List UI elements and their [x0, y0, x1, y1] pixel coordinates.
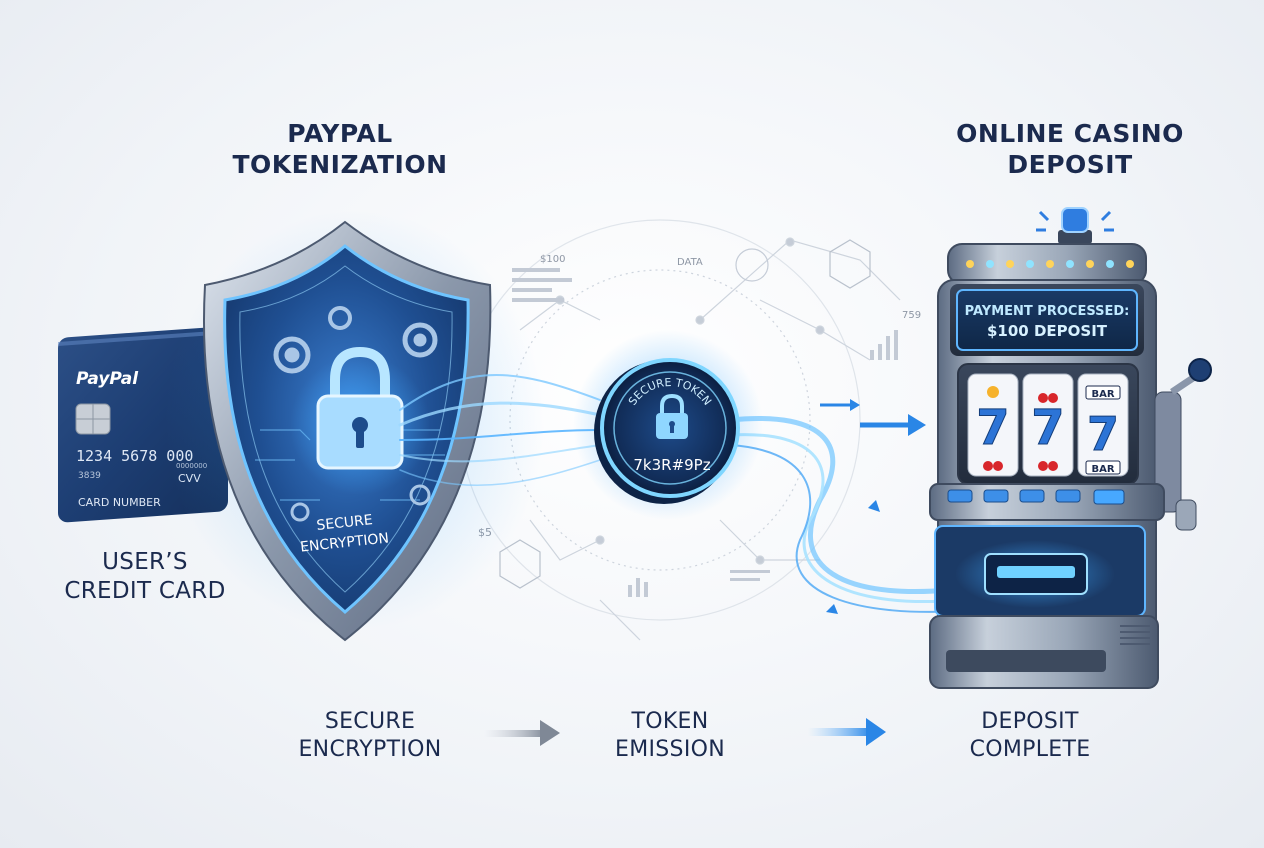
- flow-arrow-upper: [820, 399, 926, 436]
- shield-label-line1: SECURE: [316, 512, 374, 534]
- data-amount: $100: [540, 254, 565, 265]
- gear-icon-top: [328, 306, 352, 330]
- gear-icon-bottom-right: [409, 484, 431, 506]
- data-bars: [512, 268, 898, 597]
- gear-icon-right: [402, 322, 438, 358]
- step3-line1: DEPOSIT: [981, 709, 1079, 734]
- reel-1: 7: [967, 373, 1019, 477]
- data-number: 759: [902, 310, 921, 321]
- tokenization-title: PAYPAL TOKENIZATION: [190, 118, 490, 181]
- data-label: DATA: [677, 257, 703, 268]
- card-sub: 3839: [78, 471, 101, 481]
- step-secure-encryption: SECURE ENCRYPTION: [270, 708, 470, 763]
- reel-1-seven: 7: [976, 400, 1009, 456]
- cherry-icon: [983, 461, 993, 471]
- marquee-lights: [966, 260, 1134, 268]
- tokenization-title-line1: PAYPAL: [287, 119, 393, 148]
- slot-machine: PAYMENT PROCESSED: $100 DEPOSIT 7 7 BAR …: [929, 207, 1212, 689]
- cherry-icon: [1038, 393, 1048, 403]
- lever-handle: [1154, 358, 1212, 531]
- padlock-icon: [290, 346, 430, 495]
- step1-line1: SECURE: [324, 709, 416, 734]
- card-number-label: CARD NUMBER: [78, 496, 161, 509]
- casino-title: ONLINE CASINO DEPOSIT: [920, 118, 1220, 181]
- card-number: 1234 5678 000: [76, 447, 193, 465]
- step2-line2: EMISSION: [615, 736, 725, 762]
- secure-token-coin: SECURE TOKEN 7k3R#9Pz: [573, 330, 763, 520]
- gear-icon-bottom-left: [290, 502, 310, 522]
- screen-line2: $100 DEPOSIT: [987, 322, 1108, 340]
- fruit-icon: [987, 386, 999, 398]
- tokenization-title-line2: TOKENIZATION: [232, 150, 448, 180]
- step-token-emission: TOKEN EMISSION: [580, 708, 760, 763]
- step-arrow-2: [808, 718, 886, 746]
- card-brand: PayPal: [76, 369, 139, 389]
- step-arrow-1: [484, 720, 560, 746]
- reel-2: 7: [1022, 373, 1074, 477]
- reel-3-bar-top: BAR: [1091, 389, 1114, 400]
- reel-2-seven: 7: [1031, 400, 1064, 456]
- shield: SECURE ENCRYPTION: [165, 210, 545, 642]
- token-code: 7k3R#9Pz: [633, 456, 710, 474]
- screen-line1: PAYMENT PROCESSED:: [965, 304, 1130, 319]
- speaker-grille: [1120, 625, 1150, 645]
- gear-icon-left: [273, 336, 311, 374]
- reel-3-bar-bottom: BAR: [1091, 464, 1114, 475]
- card-title-line2: CREDIT CARD: [64, 577, 226, 604]
- chip-icon: [75, 403, 111, 435]
- beacon-light-icon: [1036, 207, 1114, 244]
- card-title-line1: USER’S: [102, 549, 188, 575]
- step2-line1: TOKEN: [631, 709, 709, 734]
- cherry-icon: [1038, 461, 1048, 471]
- reel-3-seven: 7: [1087, 407, 1119, 461]
- reel-3: BAR 7 BAR: [1077, 373, 1129, 477]
- card-title: USER’S CREDIT CARD: [40, 548, 250, 606]
- step-deposit-complete: DEPOSIT COMPLETE: [930, 708, 1130, 763]
- flow-arrow-lower: [826, 500, 880, 614]
- machine-buttons: [947, 489, 1125, 505]
- casino-title-line1: ONLINE CASINO: [956, 119, 1184, 148]
- step3-line2: COMPLETE: [969, 736, 1091, 762]
- step1-line2: ENCRYPTION: [298, 736, 442, 762]
- token-padlock-icon: [656, 393, 688, 439]
- deposit-slot: [955, 540, 1115, 608]
- casino-title-line2: DEPOSIT: [1007, 150, 1133, 180]
